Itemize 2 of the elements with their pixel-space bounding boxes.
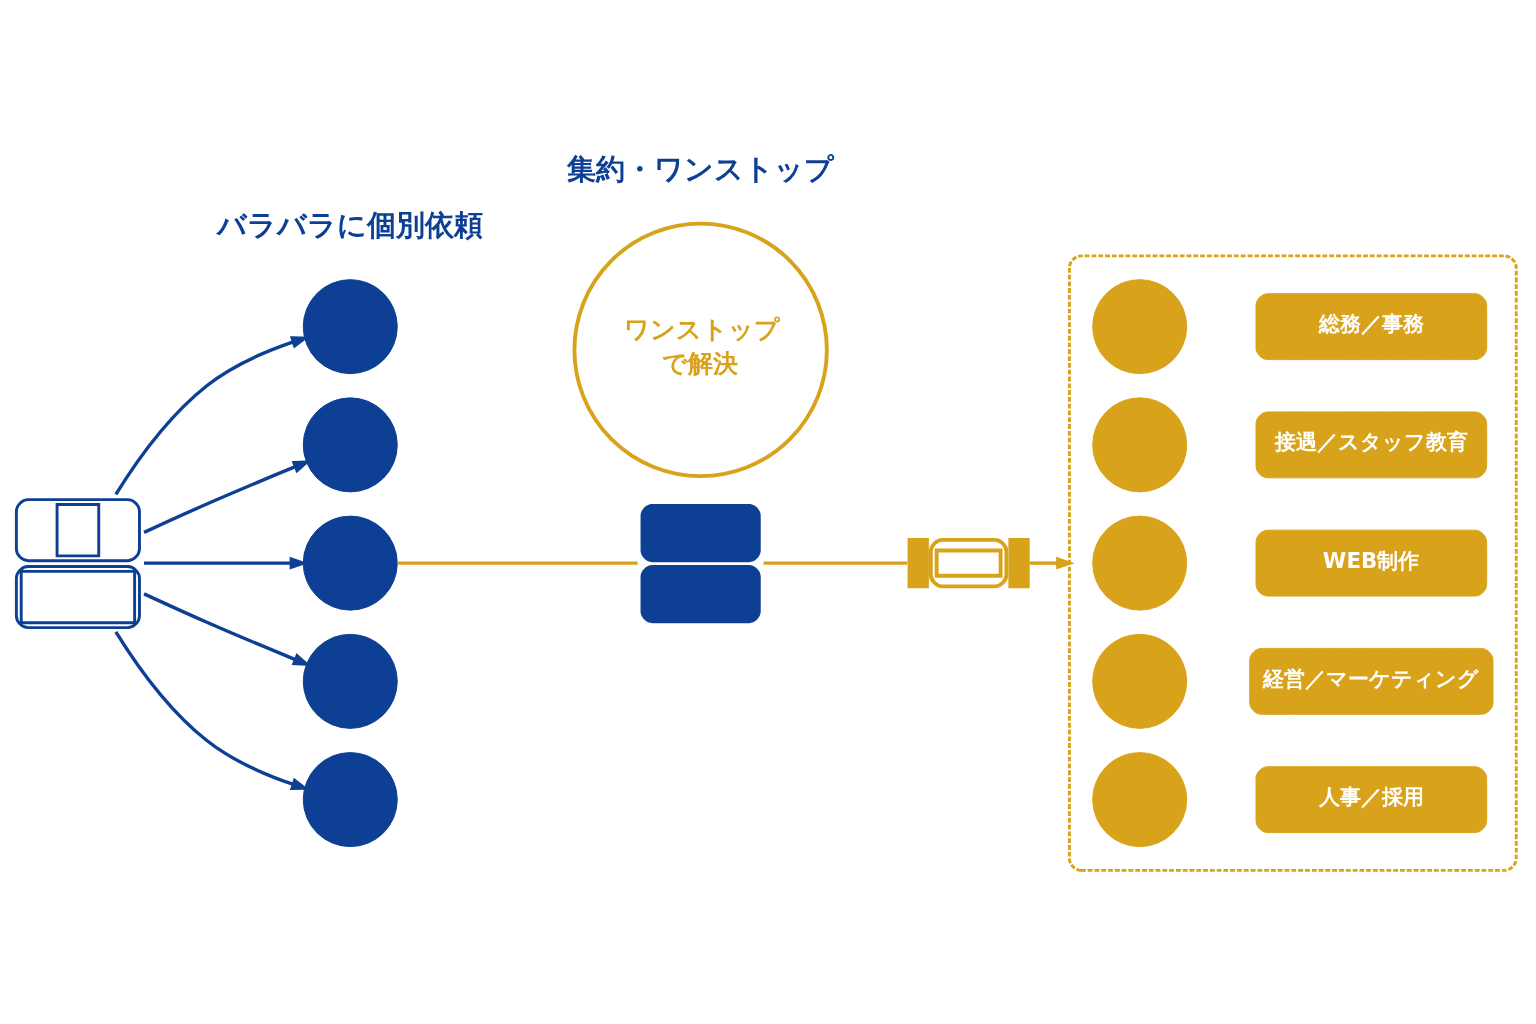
label: バラバラに個別依頼 [217,208,484,243]
label: 集約・ワンストップ [567,151,835,186]
